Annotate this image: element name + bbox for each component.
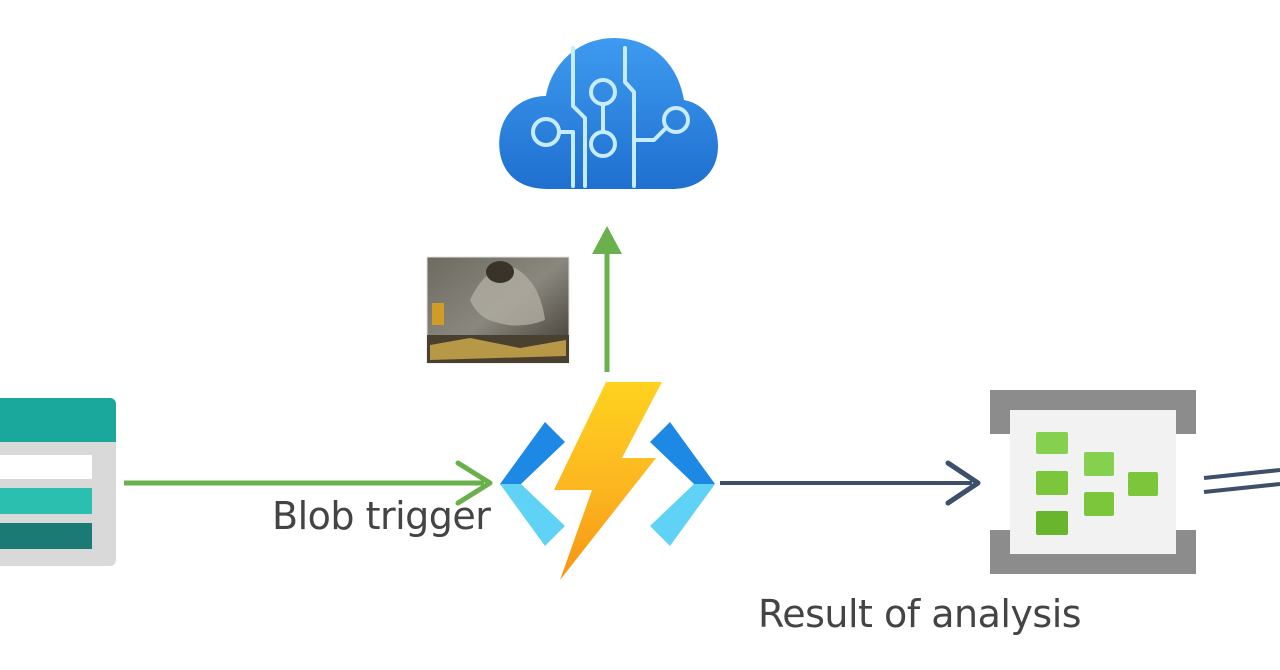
output-connector: [1203, 468, 1280, 494]
azure-function-icon: [500, 382, 715, 580]
analysis-request-arrow: [592, 226, 622, 372]
blob-trigger-label: Blob trigger: [272, 494, 491, 538]
storage-account-icon: [0, 398, 116, 566]
cognitive-services-cloud-icon: [499, 38, 718, 189]
result-arrow: [720, 460, 981, 506]
image-thumbnail-icon: [426, 256, 570, 364]
blob-trigger-arrow: [124, 460, 493, 506]
result-of-analysis-label: Result of analysis: [758, 592, 1082, 636]
event-hub-icon: [990, 390, 1196, 574]
